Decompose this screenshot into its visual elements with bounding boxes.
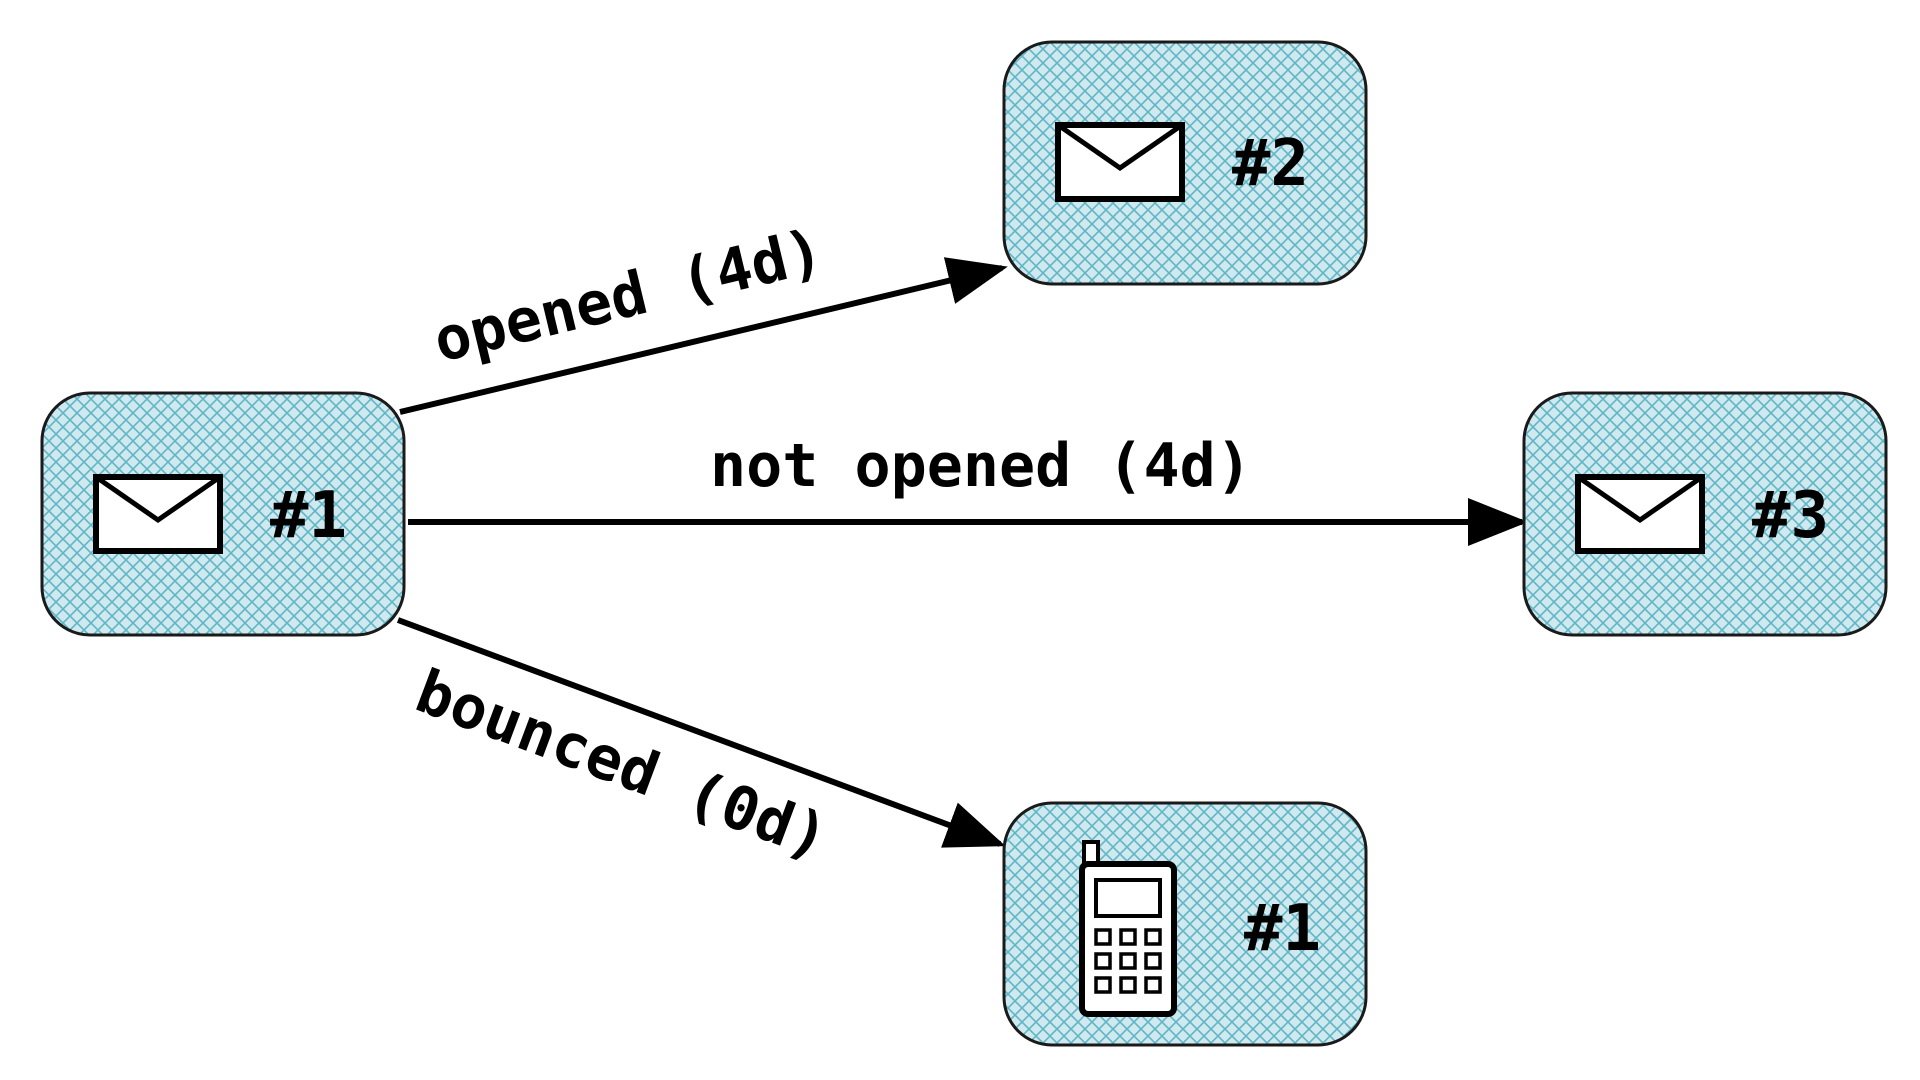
node-email-2-label: #2	[1232, 127, 1309, 201]
edge-opened-label: opened (4d)	[427, 216, 830, 377]
node-email-3[interactable]: #3	[1522, 391, 1888, 637]
edge-not-opened-label: not opened (4d)	[710, 431, 1252, 501]
edge-opened-line	[399, 257, 1008, 415]
node-email-2[interactable]: #2	[1002, 40, 1368, 286]
node-email-3-label: #3	[1752, 479, 1829, 553]
edge-bounced: bounced (0d)	[396, 617, 1006, 874]
node-sms-1[interactable]: #1	[1002, 801, 1368, 1047]
edge-not-opened: not opened (4d)	[408, 431, 1528, 546]
node-email-1-label: #1	[270, 479, 347, 553]
envelope-icon	[1575, 474, 1705, 554]
node-sms-1-label: #1	[1244, 892, 1321, 966]
mobile-phone-icon	[1079, 840, 1177, 1017]
edge-bounced-label: bounced (0d)	[407, 656, 838, 873]
envelope-icon	[1055, 122, 1185, 202]
node-email-1[interactable]: #1	[40, 391, 406, 637]
envelope-icon	[93, 474, 223, 554]
edge-opened: opened (4d)	[399, 216, 1008, 415]
edge-bounced-line	[396, 617, 1006, 848]
